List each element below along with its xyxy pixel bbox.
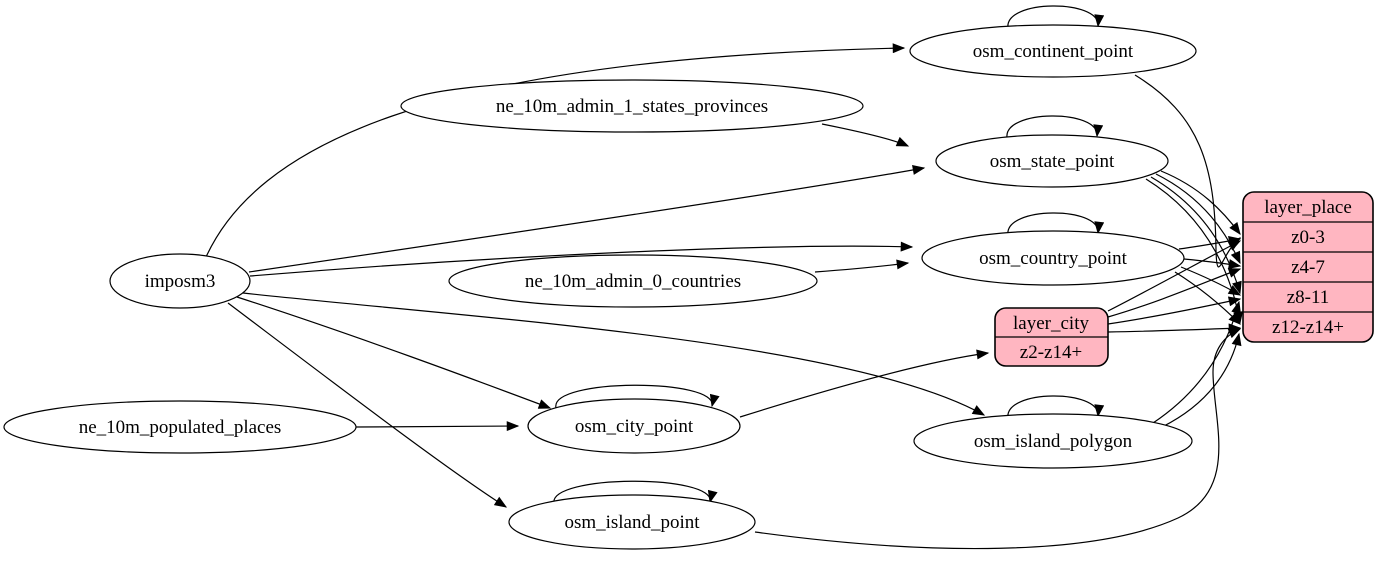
osm_island_polygon-label: osm_island_polygon [974,431,1133,452]
node-imposm3: imposm3 [109,253,251,309]
edge-osm_country_point-layer_place-z0-3 [1178,236,1242,250]
node-osm_state_point: osm_state_point [935,134,1169,188]
edge-osm_country_point-layer_place-z4-7 [1183,258,1242,269]
self-loop-osm_country_point [1007,212,1105,236]
node-osm_island_polygon: osm_island_polygon [913,413,1193,469]
edge-osm_country_point-layer_place-z8-11 [1180,266,1242,296]
self-loop-osm_continent_point [1007,5,1105,29]
layer_city-title: layer_city [1013,313,1089,334]
edge-layer_city-layer_place-z8-11 [1107,296,1242,325]
osm_country_point-ellipse [921,230,1185,286]
osm_city_point-label: osm_city_point [575,416,694,437]
edge-osm_island_polygon-layer_place-z12-z14 [1161,332,1242,428]
layer_place-row-z4-7: z4-7 [1291,257,1325,278]
edge-imposm3-osm_island_polygon [242,292,986,416]
edge-osm_state_point-layer_place-z0-3 [1160,170,1241,236]
imposm3-ellipse [109,253,251,309]
node-ne_10m_admin_1_states_provinces: ne_10m_admin_1_states_provinces [400,79,864,133]
edge-layer_city-layer_place-z12-z14 [1107,323,1242,334]
edge-layer_city-layer_place-z4-7 [1107,268,1242,318]
layer_place-row-z0-3: z0-3 [1291,227,1325,248]
edge-ne_10m_admin_1_states_provinces-osm_state_point [821,123,910,147]
ne_10m_populated_places-ellipse [3,400,357,454]
node-osm_island_point: osm_island_point [508,494,756,550]
ne_10m_admin_1_states_provinces-ellipse [400,79,864,133]
edge-osm_island_polygon-layer_place-z8-11 [1152,300,1242,424]
imposm3-label: imposm3 [145,271,216,292]
node-layer_city: layer_city z2-z14+ [994,307,1109,367]
osm_island_point-ellipse [508,494,756,550]
node-ne_10m_admin_0_countries: ne_10m_admin_0_countries [448,254,818,308]
edge-layer_city-layer_place-z0-3 [1107,240,1242,312]
layer_place-row-z8-11: z8-11 [1287,287,1330,308]
osm_state_point-label: osm_state_point [990,151,1115,172]
edge-osm_state_point-layer_place-z8-11 [1150,176,1242,295]
layer_place-box [1242,191,1374,343]
ne_10m_populated_places-label: ne_10m_populated_places [79,417,282,438]
layer_city-row-z2-z14: z2-z14+ [1020,342,1082,363]
self-loop-osm_island_polygon [1007,395,1105,419]
ne_10m_admin_1_states_provinces-label: ne_10m_admin_1_states_provinces [496,96,768,117]
edge-ne_10m_admin_0_countries-osm_country_point [814,259,910,273]
osm_island_point-label: osm_island_point [564,512,700,533]
node-ne_10m_populated_places: ne_10m_populated_places [3,400,357,454]
edge-osm_city_point-layer_city [739,349,990,418]
edge-imposm3-osm_island_point [227,302,508,508]
osm_island_polygon-ellipse [913,413,1193,469]
node-osm_city_point: osm_city_point [527,398,741,454]
osm_state_point-ellipse [935,134,1169,188]
layer_place-row-z12-z14: z12-z14+ [1272,317,1344,338]
self-loop-osm_island_point [553,480,718,505]
edge-osm_island_point-layer_place-z12-z14 [754,328,1242,550]
ne_10m_admin_0_countries-ellipse [448,254,818,308]
edge-osm_country_point-layer_place-z12-z14 [1174,271,1241,325]
edge-osm_continent_point-layer_place-z0-3 [1134,74,1241,268]
node-layer_place: layer_place z0-3 z4-7 z8-11 z12-z14+ [1242,191,1374,343]
edge-ne_10m_populated_places-osm_city_point [355,421,520,432]
osm_city_point-ellipse [527,398,741,454]
node-osm_country_point: osm_country_point [921,230,1185,286]
edge-imposm3-osm_continent_point [205,43,906,258]
ne_10m_admin_0_countries-label: ne_10m_admin_0_countries [525,271,741,292]
osm_continent_point-ellipse [909,24,1197,78]
node-osm_continent_point: osm_continent_point [909,24,1197,78]
self-loop-osm_city_point [555,384,720,409]
edge-osm_state_point-layer_place-z4-7 [1155,173,1241,265]
osm_country_point-label: osm_country_point [979,248,1127,269]
layer_place-title: layer_place [1264,197,1352,218]
self-loop-osm_state_point [1006,115,1104,139]
edges [205,5,1244,550]
edge-imposm3-osm_state_point [248,165,926,273]
osm_continent_point-label: osm_continent_point [973,41,1134,62]
edge-imposm3-osm_city_point [236,296,552,409]
edge-imposm3-osm_country_point [249,241,914,277]
